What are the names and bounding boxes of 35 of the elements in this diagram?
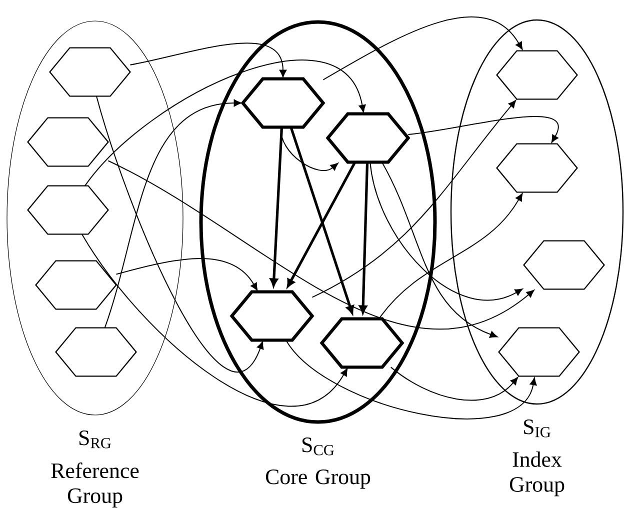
hexagon	[35, 260, 117, 310]
group-label: Reference Group	[51, 462, 139, 508]
group-label: Core Group	[266, 470, 370, 489]
hexagon	[496, 143, 578, 193]
arrow	[81, 234, 348, 407]
hexagon	[49, 47, 131, 97]
arrow	[116, 258, 258, 291]
arrow	[370, 162, 523, 301]
hexagon	[55, 327, 137, 377]
arrow	[270, 127, 284, 287]
arrow	[108, 160, 534, 330]
arrow	[84, 60, 366, 186]
hexagon	[27, 185, 109, 235]
group-label: Index Group	[510, 452, 564, 496]
arrow	[290, 126, 354, 314]
group-label: S$_{IG}$	[524, 420, 550, 438]
hexagon	[523, 240, 605, 290]
arrow	[96, 96, 264, 373]
arrow	[130, 42, 287, 78]
hexagon	[498, 327, 580, 377]
group-label: S$_{CG}$	[302, 438, 334, 456]
arrow	[322, 16, 523, 80]
arrow	[104, 99, 242, 328]
arrow	[286, 162, 356, 288]
hexagon	[27, 117, 109, 167]
arrow	[378, 193, 523, 320]
arrow	[280, 126, 338, 172]
arrow	[285, 340, 537, 420]
arrow	[381, 162, 498, 338]
arrow	[312, 100, 516, 298]
arrow	[408, 116, 559, 143]
arrow	[359, 162, 369, 314]
group-label: S$_{RG}$	[79, 430, 112, 448]
hexagon	[496, 50, 578, 100]
arrow	[390, 366, 518, 401]
